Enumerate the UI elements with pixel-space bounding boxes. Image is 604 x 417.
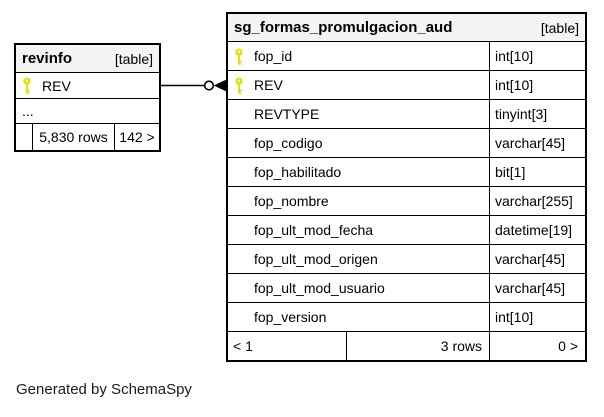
column-row-fop-habilitado: fop_habilitado bit[1]	[228, 157, 585, 186]
hidden-columns-ellipsis: ...	[16, 98, 159, 123]
column-row-revtype: REVTYPE tinyint[3]	[228, 99, 585, 128]
table-tag: [table]	[540, 19, 579, 36]
column-name: fop_ult_mod_origen	[254, 251, 378, 267]
column-name: fop_codigo	[254, 135, 323, 151]
column-name: fop_version	[254, 309, 327, 325]
column-row-fop-codigo: fop_codigo varchar[45]	[228, 128, 585, 157]
generated-by-credit: Generated by SchemaSpy	[16, 381, 192, 398]
column-name: fop_habilitado	[254, 164, 342, 180]
table-node-sg-formas-promulgacion-aud[interactable]: sg_formas_promulgacion_aud [table]	[226, 12, 587, 362]
column-row-fop-ult-mod-usuario: fop_ult_mod_usuario varchar[45]	[228, 273, 585, 302]
table-footer: < 1 3 rows 0 >	[228, 331, 585, 360]
column-type: datetime[19]	[489, 216, 585, 244]
footer-parents-indicator: < 1	[228, 332, 347, 360]
column-name: fop_nombre	[254, 193, 329, 209]
footer-rowcount: 5,830 rows	[39, 129, 108, 145]
table-node-revinfo[interactable]: revinfo [table] REV	[14, 43, 161, 152]
column-row-fop-id: fop_id int[10]	[228, 41, 585, 70]
primary-key-icon	[234, 77, 246, 94]
column-row-fop-version: fop_version int[10]	[228, 302, 585, 331]
column-type: int[10]	[489, 71, 585, 99]
primary-key-icon	[22, 77, 34, 94]
column-name: fop_id	[254, 48, 293, 64]
primary-key-icon	[234, 48, 246, 65]
column-type: int[10]	[489, 42, 585, 70]
table-title: revinfo	[22, 50, 73, 67]
column-row-rev: REV int[10]	[228, 70, 585, 99]
column-type: bit[1]	[489, 158, 585, 186]
table-header: revinfo [table]	[16, 45, 159, 72]
table-footer: 5,830 rows 142 >	[16, 123, 159, 150]
footer-rowcount: 3 rows	[440, 338, 482, 354]
column-name: REVTYPE	[254, 106, 320, 122]
footer-parents-cell	[16, 124, 33, 150]
column-row-fop-ult-mod-fecha: fop_ult_mod_fecha datetime[19]	[228, 215, 585, 244]
table-tag: [table]	[114, 50, 153, 67]
table-title: sg_formas_promulgacion_aud	[234, 19, 453, 36]
column-name: fop_ult_mod_fecha	[254, 222, 374, 238]
column-row-rev: REV	[16, 72, 159, 98]
column-row-fop-nombre: fop_nombre varchar[255]	[228, 186, 585, 215]
column-name: REV	[42, 77, 71, 94]
column-type: varchar[45]	[489, 274, 585, 302]
footer-children-indicator: 0 >	[489, 332, 585, 360]
column-type: varchar[45]	[489, 129, 585, 157]
column-type: varchar[45]	[489, 245, 585, 273]
column-type: varchar[255]	[489, 187, 585, 215]
column-name: fop_ult_mod_usuario	[254, 280, 385, 296]
column-type: int[10]	[489, 303, 585, 331]
table-header: sg_formas_promulgacion_aud [table]	[228, 14, 585, 41]
column-name: REV	[254, 77, 283, 93]
footer-children-cell: 142 >	[114, 124, 159, 150]
relationship-connector	[158, 79, 226, 92]
column-type: tinyint[3]	[489, 100, 585, 128]
column-row-fop-ult-mod-origen: fop_ult_mod_origen varchar[45]	[228, 244, 585, 273]
